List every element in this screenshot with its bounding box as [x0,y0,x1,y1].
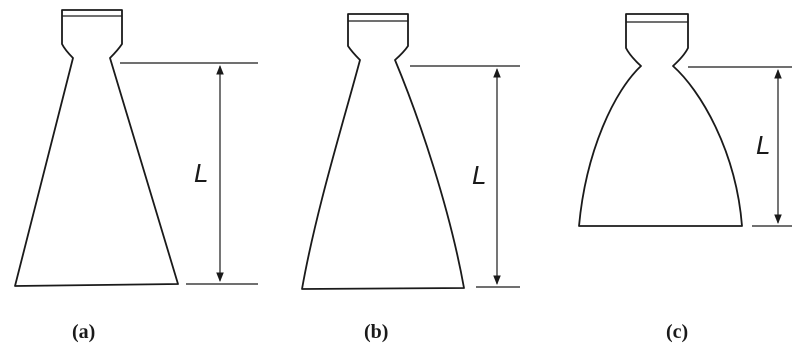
nozzle-c: L (c) [578,13,792,343]
nozzle-c-dimension-label: L [756,130,770,160]
nozzle-b-caption: (b) [364,321,388,343]
nozzle-c-outline [578,13,743,227]
nozzle-b-outline [301,13,465,290]
nozzle-a-outline [14,9,179,287]
nozzle-b-dimension-label: L [472,160,486,190]
nozzle-a: L (a) [14,9,258,343]
nozzle-a-dimension-label: L [194,158,208,188]
nozzle-c-caption: (c) [666,321,688,343]
nozzle-b: L (b) [301,13,520,343]
nozzle-a-caption: (a) [72,321,95,343]
